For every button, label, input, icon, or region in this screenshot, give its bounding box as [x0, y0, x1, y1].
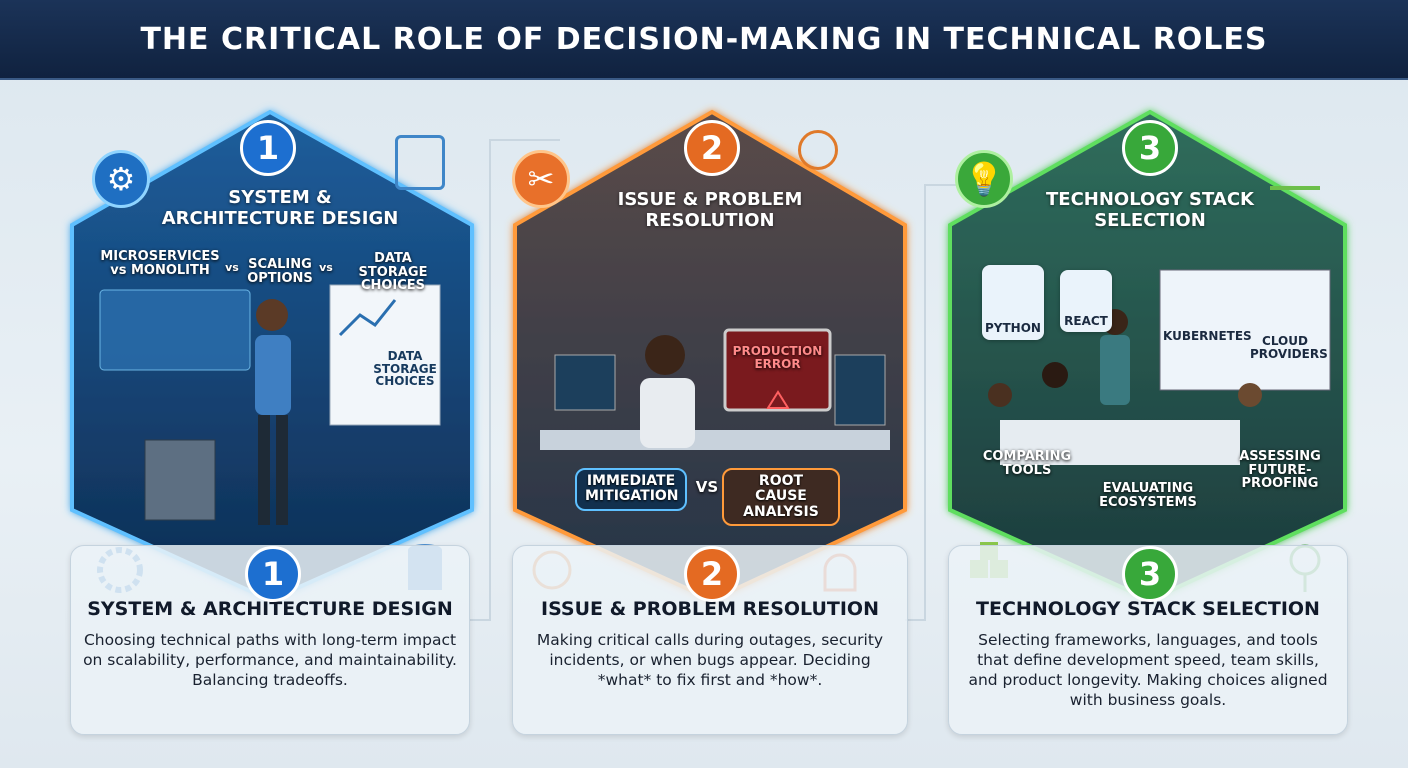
lightbulb-icon: 💡 [955, 150, 1013, 208]
tool-python: PYTHON [982, 265, 1044, 340]
wrench-screwdriver-icon: ✂ [512, 150, 570, 208]
step-badge-3: 3 [1122, 120, 1178, 176]
page-title: THE CRITICAL ROLE OF DECISION-MAKING IN … [140, 21, 1268, 57]
diagram-screen [99, 289, 251, 371]
step-badge-3-bottom: 3 [1122, 546, 1178, 602]
panel-2-heading: ISSUE & PROBLEM RESOLUTION [617, 189, 803, 231]
step-assessing-future-proofing: ASSESSING FUTURE-PROOFING [1239, 449, 1321, 492]
card-title: TECHNOLOGY STACK SELECTION [976, 598, 1320, 620]
option-root-cause: ROOT CAUSE ANALYSIS [722, 468, 840, 527]
step-comparing-tools: COMPARING TOOLS [982, 449, 1072, 478]
blocks-trees-icon [1270, 150, 1320, 190]
meeting-table [1000, 420, 1240, 465]
step-badge-1: 1 [240, 120, 296, 176]
step-badge-1-bottom: 1 [245, 546, 301, 602]
option-immediate-mitigation: IMMEDIATE MITIGATION [575, 468, 687, 511]
option-scaling: SCALING OPTIONS [247, 257, 313, 286]
desk [540, 430, 890, 450]
production-error-monitor [723, 328, 832, 412]
option-data-storage: DATA STORAGE CHOICES [358, 251, 428, 294]
card-title: SYSTEM & ARCHITECTURE DESIGN [87, 598, 453, 620]
server-rack [144, 439, 216, 521]
card-text: Making critical calls during outages, se… [536, 631, 884, 690]
option-microservices: MICROSERVICES vs MONOLITH [100, 249, 220, 278]
vs-label: vs [319, 261, 333, 274]
whiteboard [329, 284, 441, 426]
step-badge-2: 2 [684, 120, 740, 176]
tool-cloud-providers: CLOUD PROVIDERS [1250, 334, 1328, 361]
card-text: Choosing technical paths with long-term … [83, 631, 457, 690]
card-text: Selecting frameworks, languages, and too… [968, 631, 1328, 710]
panel-1-heading: SYSTEM & ARCHITECTURE DESIGN [161, 187, 399, 229]
title-bar: THE CRITICAL ROLE OF DECISION-MAKING IN … [0, 0, 1408, 80]
tool-kubernetes: KUBERNETES [1163, 329, 1252, 343]
warning-icon [766, 390, 790, 409]
presentation-screen [1159, 269, 1331, 391]
step-badge-2-bottom: 2 [684, 546, 740, 602]
whiteboard-label: DATA STORAGE CHOICES [373, 349, 437, 389]
vs-label: VS [695, 478, 719, 496]
step-evaluating-ecosystems: EVALUATING ECOSYSTEMS [1099, 481, 1197, 510]
vs-label: vs [225, 261, 239, 274]
gear-icon: ⚙ [92, 150, 150, 208]
clock-alarm-icon [798, 130, 838, 170]
person-engineer [645, 335, 685, 375]
card-title: ISSUE & PROBLEM RESOLUTION [541, 598, 879, 620]
card-issue-resolution: ISSUE & PROBLEM RESOLUTION Making critic… [512, 545, 908, 735]
panel-3-heading: TECHNOLOGY STACK SELECTION [1046, 189, 1254, 231]
production-error-label: PRODUCTION ERROR [732, 344, 823, 371]
server-database-icon [395, 135, 445, 190]
person-architect [256, 299, 288, 331]
tool-react: REACT [1060, 270, 1112, 332]
